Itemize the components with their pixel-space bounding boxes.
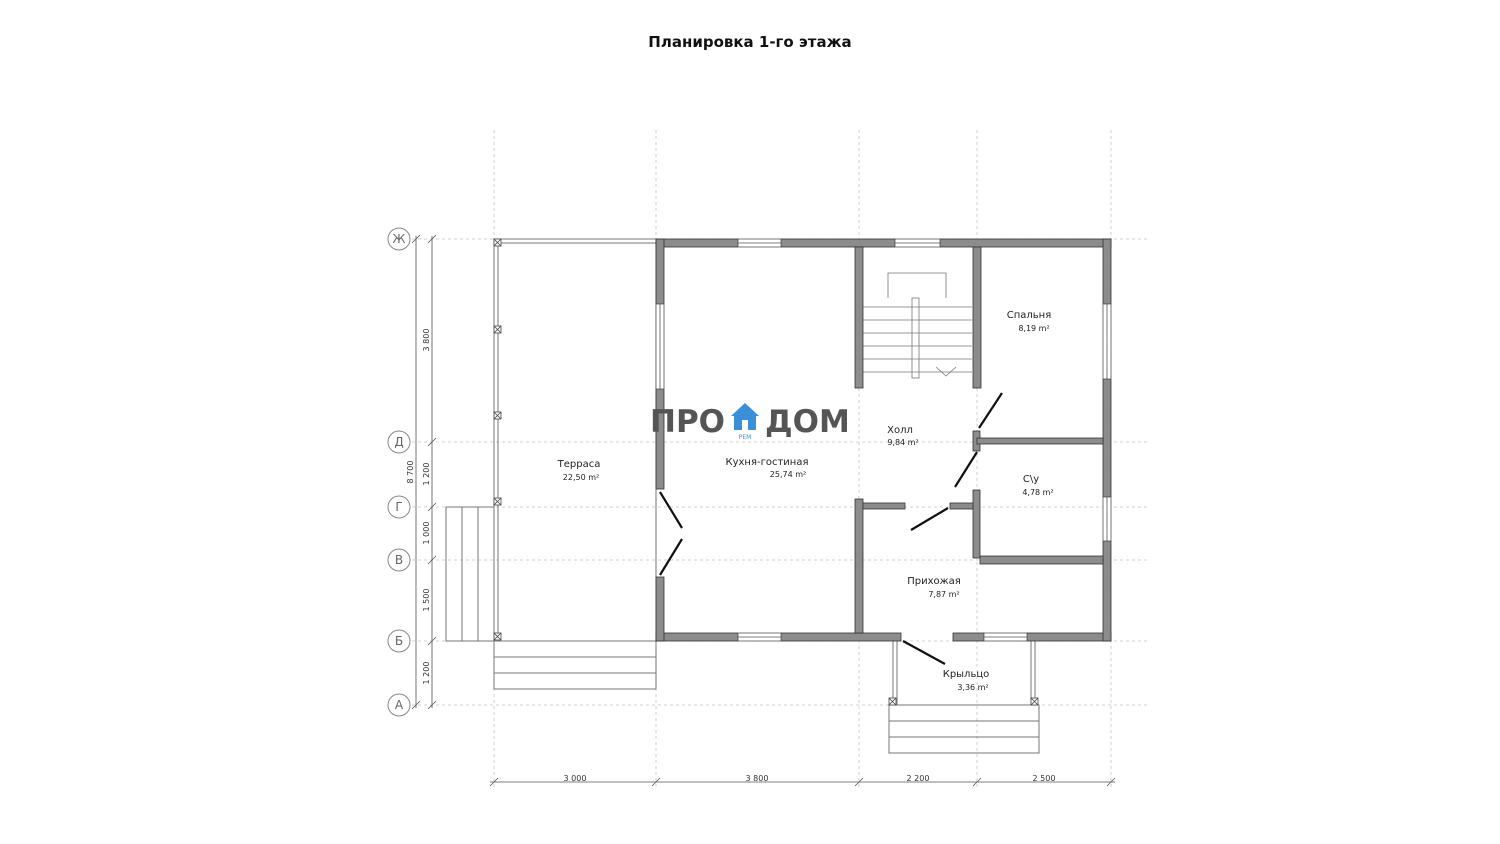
horizontal-dimension-labels: 3 000 3 800 2 200 2 500 [564, 774, 1056, 783]
dim-h-4: 2 500 [1033, 774, 1056, 783]
room-bathroom: С\у 4,78 m² [1022, 474, 1053, 497]
axis-bubble-v: В [387, 548, 411, 572]
porch-outline [888, 641, 1040, 754]
prodom-logo: ПРО РЕМ ДОМ [650, 403, 850, 441]
logo-left-text: ПРО [650, 404, 725, 440]
room-labels: Терраса 22,50 m² Кухня-гостиная 25,74 m²… [557, 310, 1054, 692]
svg-text:Ж: Ж [393, 232, 406, 246]
svg-text:8,19 m²: 8,19 m² [1018, 324, 1049, 333]
room-hall: Холл 9,84 m² [887, 425, 919, 447]
vertical-dimensions [411, 234, 437, 710]
axis-bubble-zh: Ж [387, 227, 411, 251]
svg-text:Спальня: Спальня [1007, 310, 1052, 321]
room-bedroom: Спальня 8,19 m² [1007, 310, 1052, 333]
svg-text:Кухня-гостиная: Кухня-гостиная [726, 457, 809, 468]
svg-text:22,50 m²: 22,50 m² [563, 473, 599, 482]
dim-h-1: 3 000 [564, 774, 587, 783]
svg-text:4,78 m²: 4,78 m² [1022, 488, 1053, 497]
svg-text:Г: Г [395, 500, 402, 514]
page-title: Планировка 1-го этажа [648, 33, 852, 51]
axis-bubble-g: Г [387, 495, 411, 519]
dim-v-2: 1 200 [422, 463, 431, 486]
svg-text:А: А [395, 698, 404, 712]
windows [655, 238, 1112, 642]
porch-posts [888, 697, 1039, 706]
terrace-outline [445, 238, 657, 690]
terrace-posts [493, 238, 502, 641]
svg-text:7,87 m²: 7,87 m² [928, 590, 959, 599]
dim-v-1: 3 800 [422, 329, 431, 352]
dim-v-total: 8 700 [406, 461, 415, 484]
svg-text:С\у: С\у [1023, 474, 1039, 485]
axis-bubbles: Ж Д Г В Б А [387, 227, 411, 717]
dim-v-4: 1 500 [422, 589, 431, 612]
vertical-dimension-labels: 3 800 1 200 1 000 1 500 1 200 8 700 [406, 329, 431, 685]
dim-h-2: 3 800 [746, 774, 769, 783]
svg-text:25,74 m²: 25,74 m² [770, 470, 806, 479]
house-icon [731, 403, 759, 430]
axis-bubble-b: Б [387, 629, 411, 653]
svg-text:Холл: Холл [887, 425, 913, 436]
svg-text:Б: Б [395, 634, 403, 648]
logo-right-text: ДОМ [765, 404, 850, 440]
staircase [863, 272, 972, 379]
svg-text:В: В [395, 553, 403, 567]
doors [659, 392, 1003, 665]
room-entryway: Прихожая 7,87 m² [907, 576, 961, 599]
room-terrace: Терраса 22,50 m² [557, 459, 601, 482]
svg-text:Терраса: Терраса [557, 459, 601, 470]
dim-v-3: 1 000 [422, 522, 431, 545]
horizontal-dimensions [489, 777, 1116, 787]
svg-text:3,36 m²: 3,36 m² [957, 683, 988, 692]
dim-v-5: 1 200 [422, 662, 431, 685]
axis-bubble-a: А [387, 693, 411, 717]
svg-text:Прихожая: Прихожая [907, 576, 961, 587]
dim-h-3: 2 200 [907, 774, 930, 783]
axis-bubble-d: Д [387, 430, 411, 454]
svg-text:Д: Д [394, 435, 403, 449]
room-porch: Крыльцо 3,36 m² [943, 669, 990, 692]
logo-sub-text: РЕМ [739, 434, 752, 441]
walls [655, 238, 1112, 642]
svg-text:9,84 m²: 9,84 m² [887, 438, 918, 447]
room-kitchen-living: Кухня-гостиная 25,74 m² [726, 457, 809, 479]
svg-text:Крыльцо: Крыльцо [943, 669, 990, 680]
